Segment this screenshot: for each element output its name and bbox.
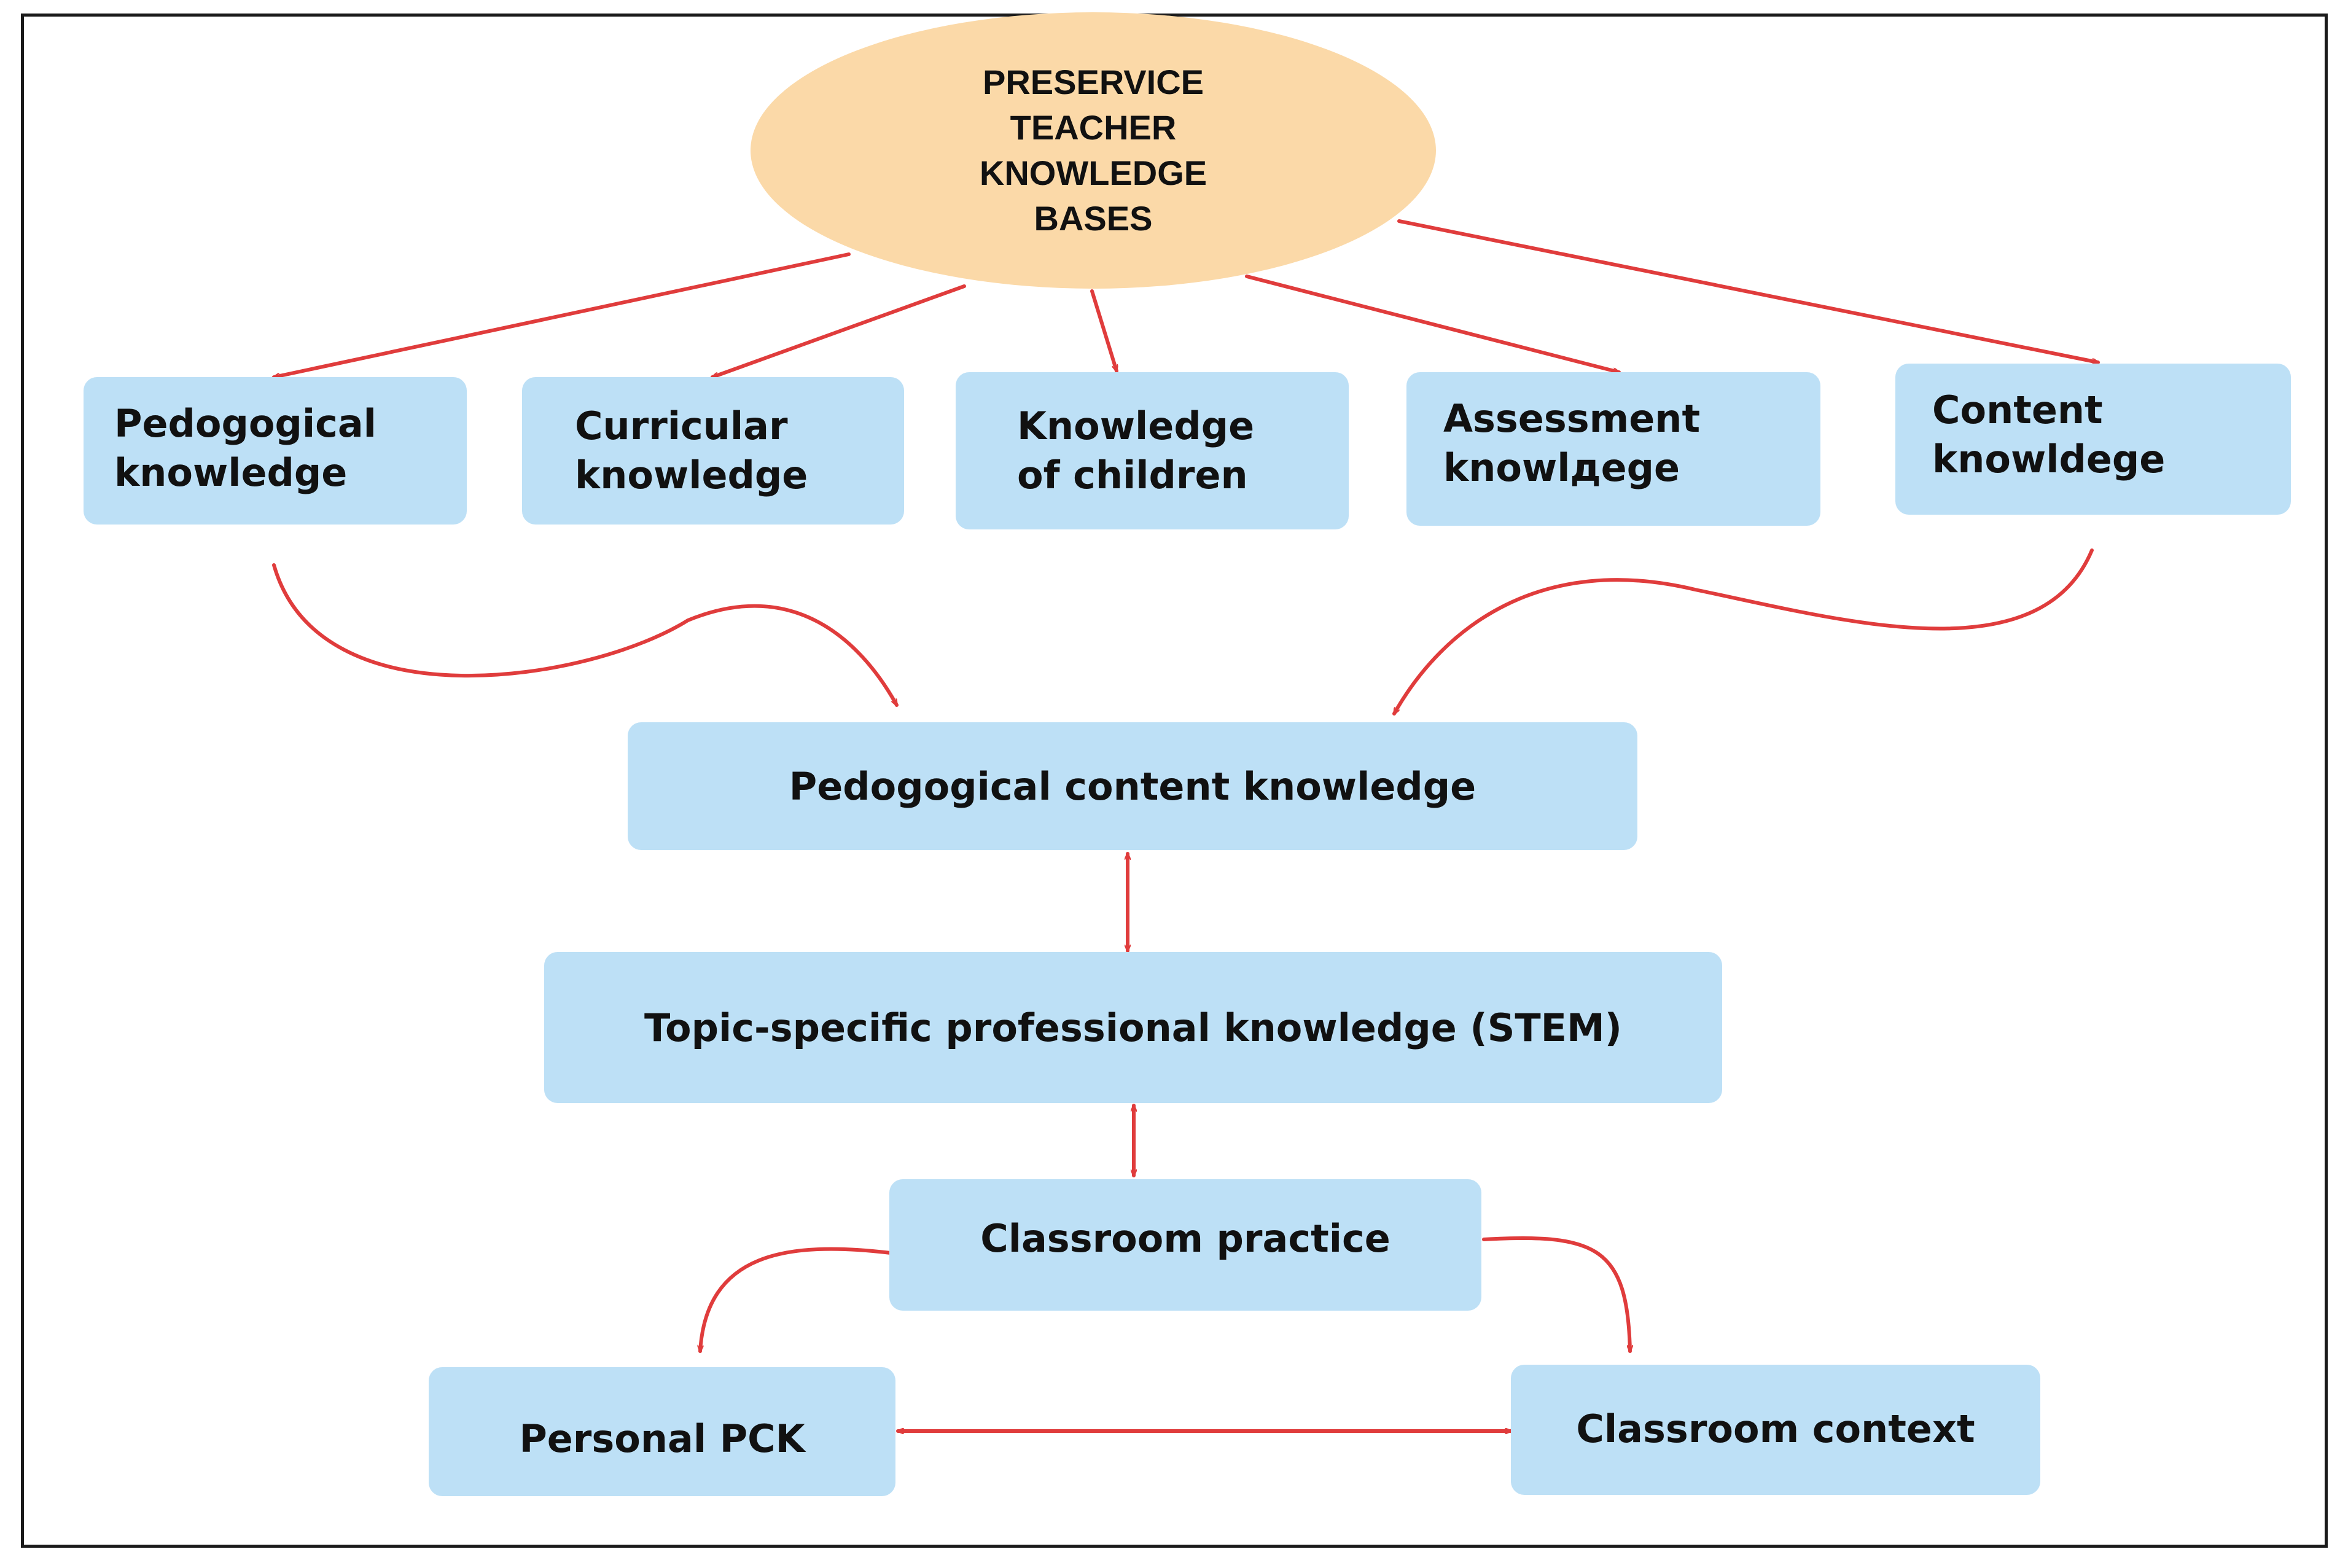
arrow-practice-to-personal xyxy=(700,1247,892,1353)
box-curricular-knowledge: Curricular knowledge xyxy=(522,377,904,525)
box-content-knowledge-label: Content knowldege xyxy=(1932,388,2166,482)
arrow-root-to-curricular xyxy=(712,284,966,379)
arrow-practice-to-context xyxy=(1482,1236,1630,1353)
root-ellipse: PRESERVICE TEACHER KNOWLEDGE BASES xyxy=(751,12,1436,289)
box-knowledge-of-children-label: Knowledge of children xyxy=(1017,404,1255,497)
box-assessment-knowledge-label: Assessment knowlдege xyxy=(1443,396,1701,490)
box-pedagogical-content-knowledge-label: Pedogogical content knowledge xyxy=(789,763,1476,809)
root-label: PRESERVICE TEACHER KNOWLEDGE BASES xyxy=(979,63,1207,238)
box-assessment-knowledge: Assessment knowlдege xyxy=(1406,372,1820,526)
box-personal-pck: Personal PCK xyxy=(429,1367,895,1496)
box-classroom-practice: Classroom practice xyxy=(889,1179,1481,1311)
arrow-root-to-assessment xyxy=(1245,275,1619,372)
box-knowledge-of-children: Knowledge of children xyxy=(956,372,1349,529)
box-classroom-context-label: Classroom context xyxy=(1576,1406,1975,1451)
box-classroom-context: Classroom context xyxy=(1511,1365,2040,1495)
arrow-root-to-children xyxy=(1090,289,1118,371)
box-content-knowledge: Content knowldege xyxy=(1895,364,2291,515)
box-classroom-practice-label: Classroom practice xyxy=(980,1215,1390,1261)
box-topic-specific-knowledge: Topic-specific professional knowledge (S… xyxy=(544,952,1722,1103)
diagram-frame xyxy=(21,14,2328,1548)
box-curricular-knowledge-label: Curricular knowledge xyxy=(575,404,808,497)
box-pedagogical-content-knowledge: Pedogogical content knowledge xyxy=(628,722,1637,850)
box-pedagogical-knowledge-label: Pedogogical knowledge xyxy=(114,401,376,495)
box-pedagogical-knowledge: Pedogogical knowledge xyxy=(84,377,467,525)
arrow-content-to-pck xyxy=(1392,548,2094,714)
arrow-pedagogical-to-pck xyxy=(272,563,899,705)
box-topic-specific-knowledge-label: Topic-specific professional knowledge (S… xyxy=(644,1005,1623,1050)
arrow-root-to-pedagogical xyxy=(274,252,851,377)
box-personal-pck-label: Personal PCK xyxy=(519,1416,805,1461)
arrow-root-to-content xyxy=(1397,219,2100,362)
